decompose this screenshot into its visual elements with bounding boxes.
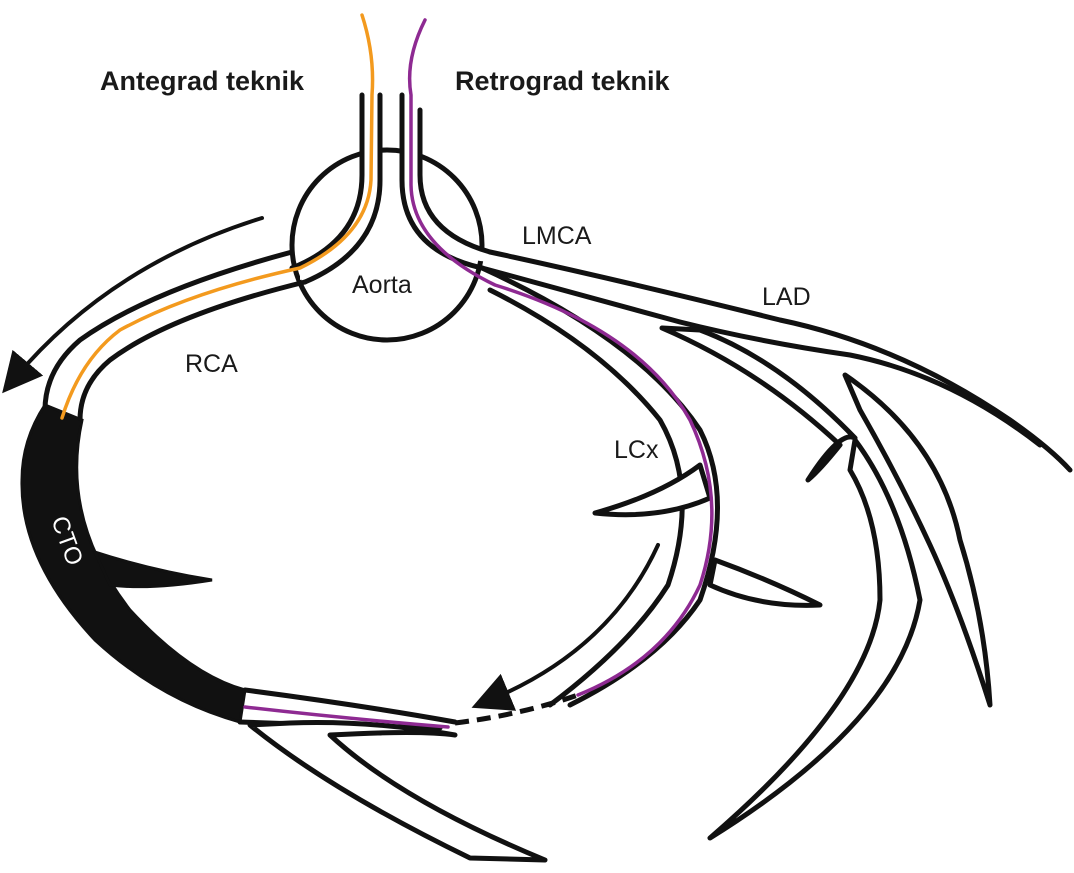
lmca-label: LMCA [522, 222, 592, 250]
retrograde-guidewire [410, 20, 712, 695]
aorta [292, 95, 490, 340]
rca-vessel [22, 252, 545, 860]
lcx-label: LCx [614, 436, 659, 464]
lcx-retrograde-arrow [490, 545, 658, 700]
antegrade-technique-heading: Antegrad teknik [100, 66, 305, 96]
lad-label: LAD [762, 283, 811, 311]
aorta-label: Aorta [352, 271, 412, 299]
retrograde-technique-heading: Retrograd teknik [455, 66, 671, 96]
rca-label: RCA [185, 350, 238, 378]
left-coronary-vessels [482, 252, 1070, 838]
